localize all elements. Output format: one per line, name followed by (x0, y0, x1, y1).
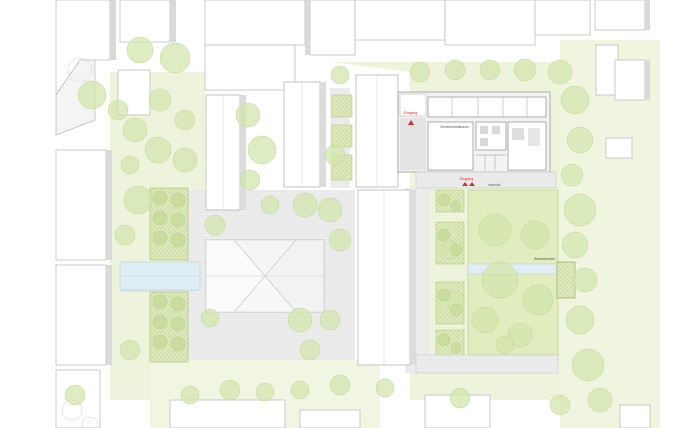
avenue-trees (152, 190, 463, 354)
water-basin-label: Wasserbecken (534, 257, 555, 261)
new-building-plan: Gemeinschaftsraum Eingang (397, 91, 551, 173)
entrance-south-label: Eingang (460, 177, 473, 181)
entrance-forecourt: Eingang (415, 171, 557, 189)
entrance-marker-icon (462, 182, 468, 186)
south-terrace (415, 354, 559, 374)
hall-label: Gemeinschaftsraum (440, 125, 469, 129)
north-marker-icon (408, 120, 414, 125)
pavilion-building (205, 239, 325, 313)
water-basin: Wasserbecken (467, 257, 576, 299)
entrance-north-label: Eingang (404, 111, 417, 115)
long-buildings (205, 74, 416, 366)
trees (64, 36, 613, 416)
outline-trees (61, 57, 99, 428)
entrance-marker-2-icon (469, 182, 475, 186)
courtyard-label: Innenhof (488, 183, 501, 187)
neighbour-buildings (55, 0, 651, 428)
neighbour-shadows (106, 0, 650, 365)
